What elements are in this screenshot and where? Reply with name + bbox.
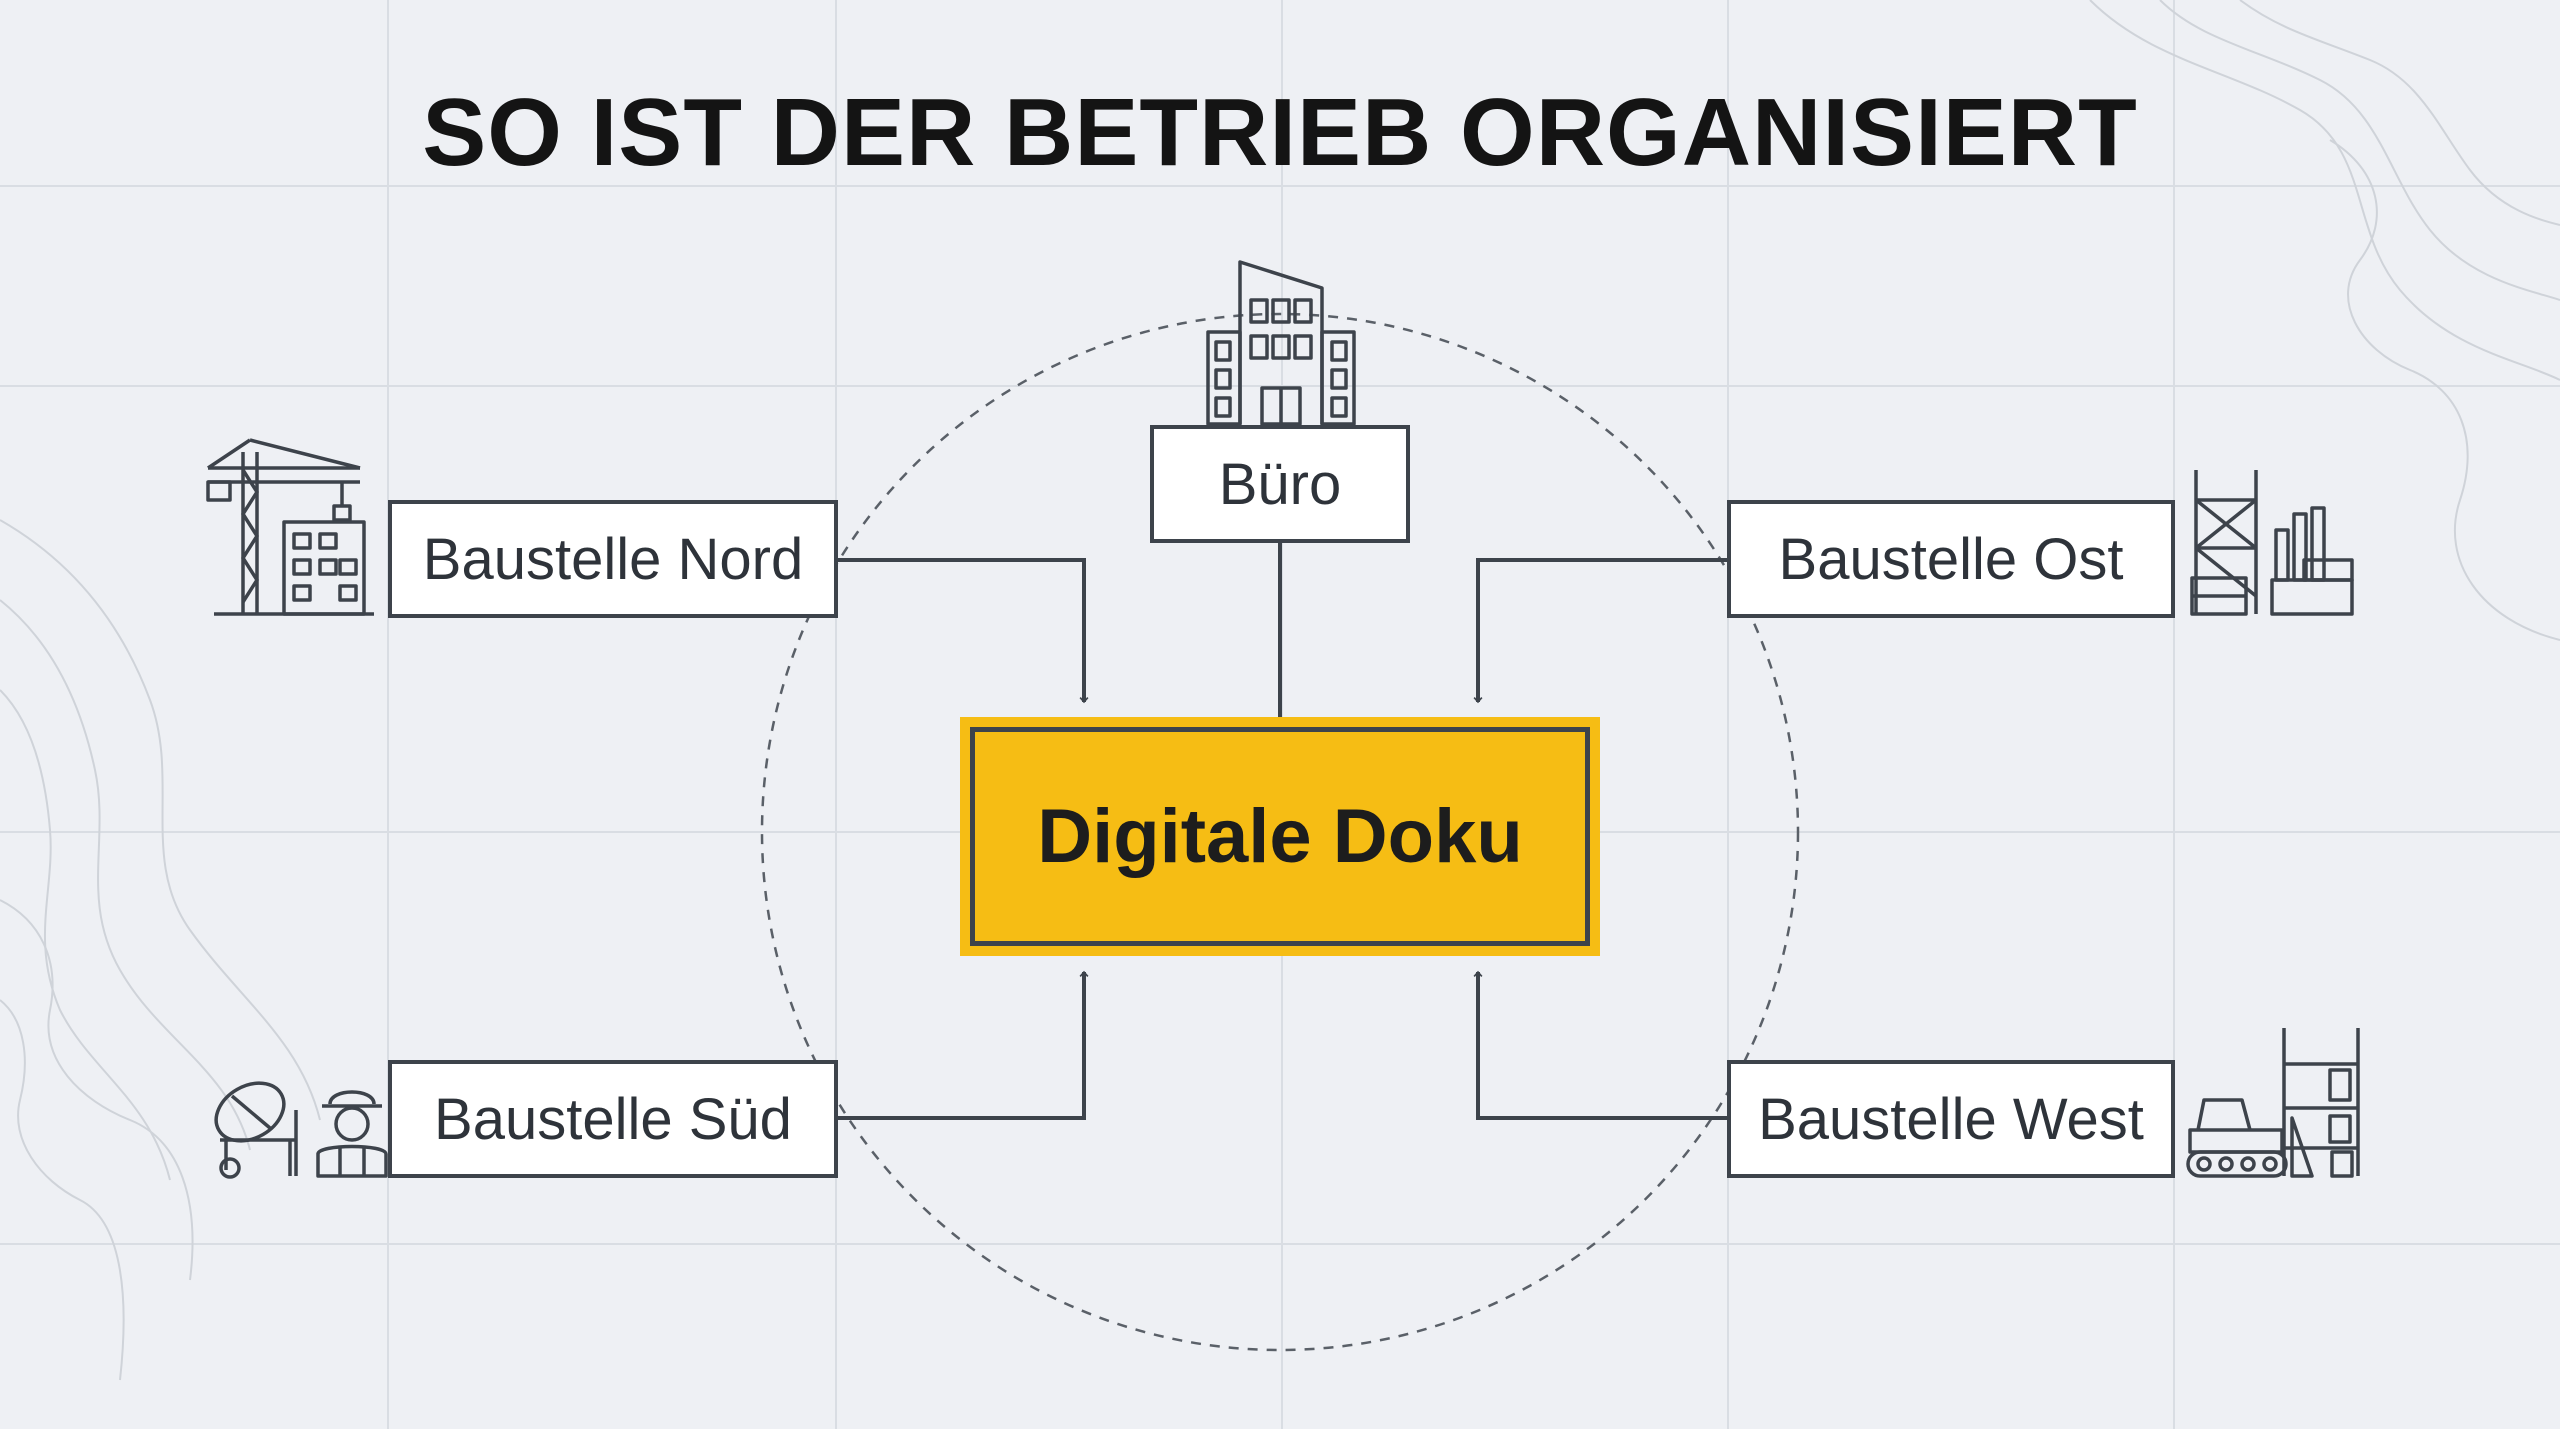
node-label: Baustelle Nord: [422, 526, 804, 592]
connector-ost: [1473, 558, 1727, 704]
connector-west: [1473, 970, 1727, 1120]
node-label: Baustelle West: [1758, 1086, 2144, 1152]
connector-nord: [838, 558, 1089, 704]
connectors: [838, 543, 1727, 1120]
node-baustelle-west: Baustelle West: [1727, 1060, 2175, 1178]
hub-digitale-doku: Digitale Doku: [960, 717, 1600, 956]
connector-sued: [838, 970, 1089, 1120]
node-baustelle-sued: Baustelle Süd: [388, 1060, 838, 1178]
dashed-circle: [760, 312, 1800, 1352]
office-building-icon: [1206, 260, 1356, 426]
topographic-lines: [0, 0, 2560, 1381]
bulldozer-scaffold-icon: [2186, 1028, 2360, 1178]
cement-mixer-worker-icon: [214, 1081, 388, 1179]
node-label: Baustelle Ost: [1778, 526, 2124, 592]
node-label: Büro: [1218, 451, 1342, 517]
hub-inner: Digitale Doku: [970, 727, 1590, 946]
node-baustelle-ost: Baustelle Ost: [1727, 500, 2175, 618]
node-buero: Büro: [1150, 425, 1410, 543]
page-title: SO IST DER BETRIEB ORGANISIERT: [422, 79, 2138, 186]
node-label: Baustelle Süd: [434, 1086, 792, 1152]
hub-label: Digitale Doku: [1037, 794, 1523, 879]
crane-building-icon: [206, 438, 374, 616]
scaffolding-materials-icon: [2190, 470, 2354, 616]
node-baustelle-nord: Baustelle Nord: [388, 500, 838, 618]
